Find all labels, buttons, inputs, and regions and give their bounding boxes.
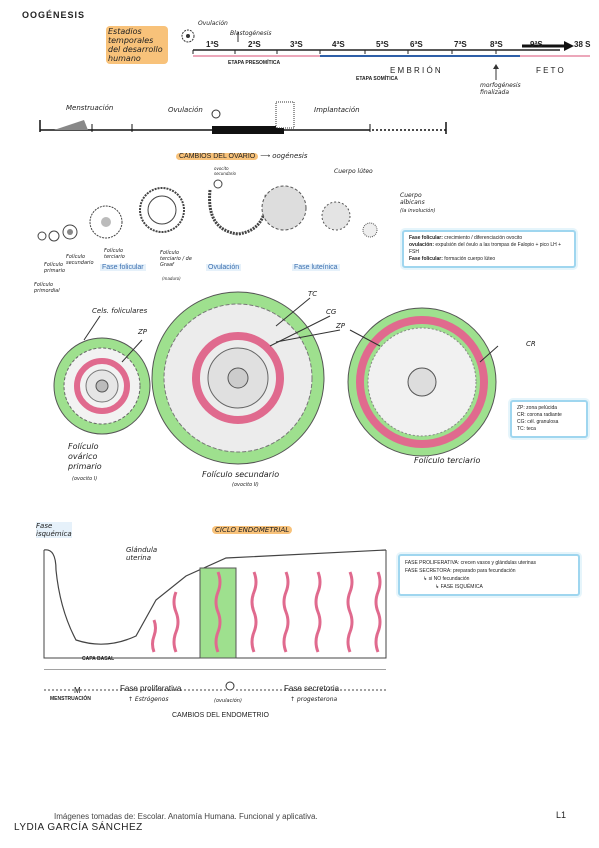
phase-proliferativa: Fase proliferativa bbox=[120, 684, 182, 693]
timeline-blastogenesis: Blastogénesis bbox=[230, 30, 272, 37]
phase-ovulacion: Ovulación bbox=[206, 264, 242, 271]
timeline-week-4: 4ªS bbox=[332, 40, 345, 49]
endometrium-diagram bbox=[43, 549, 387, 670]
legend-tc: TC: teca bbox=[517, 426, 536, 432]
cg-label: CG bbox=[326, 308, 337, 316]
development-timeline bbox=[181, 29, 590, 80]
follicle-diagrams bbox=[53, 291, 499, 465]
feto-label: F E T O bbox=[536, 66, 564, 75]
secundario-caption: Folículo secundario bbox=[202, 470, 280, 479]
foliculo-terciario-small-label: Folículo terciario bbox=[104, 248, 125, 260]
footer-author: LYDIA GARCÍA SÁNCHEZ bbox=[14, 822, 143, 833]
footer-source: Imágenes tomadas de: Escolar. Anatomía H… bbox=[54, 812, 318, 821]
endo-note-4: ↳ FASE ISQUÉMICA bbox=[435, 584, 483, 590]
primario-sub: (ovocito I) bbox=[72, 476, 98, 482]
timeline-week-38: 38 S bbox=[574, 40, 591, 49]
foliculo-primordial-label: Folículo primordial bbox=[34, 282, 60, 294]
phase-secretoria: Fase secretoria bbox=[284, 684, 340, 693]
footer-page: L1 bbox=[556, 810, 567, 820]
zp-label-primary: ZP bbox=[138, 328, 148, 336]
primario-caption: Folículo ovárico primario bbox=[68, 442, 102, 471]
phase-luteinica: Fase luteínica bbox=[292, 264, 340, 271]
timeline-week-5: 5ªS bbox=[376, 40, 389, 49]
timeline-week-8: 8ªS bbox=[490, 40, 503, 49]
cuerpo-luteo-label: Cuerpo lúteo bbox=[334, 168, 373, 175]
endometrium-caption: CAMBIOS DEL ENDOMETRIO bbox=[172, 712, 269, 719]
legend-cr: CR: corona radiante bbox=[517, 412, 562, 418]
timeline-label: Estadios temporales del desarrollo human… bbox=[106, 26, 168, 64]
capa-basal-label: CAPA BASAL bbox=[82, 656, 115, 662]
endo-note-2: FASE SECRETORA: preparado para fecundaci… bbox=[405, 568, 516, 574]
estrogenos-label: ↑ Estrógenos bbox=[128, 696, 169, 703]
cr-label: CR bbox=[526, 340, 536, 348]
phase-menstruacion: MENSTRUACIÓN bbox=[50, 696, 91, 702]
ovocito-secundario-label: ovocito secundario bbox=[214, 166, 237, 176]
morfogenesis-label: morfogénesis finalizada bbox=[480, 82, 521, 96]
secondary-follicle bbox=[151, 291, 325, 465]
cycle-implantacion: Implantación bbox=[314, 106, 360, 114]
embrion-label: E M B R I Ó N bbox=[390, 66, 441, 75]
foliculo-graaf-label: Folículo terciario / de Graaf bbox=[160, 250, 192, 268]
etapa-presomitica: ETAPA PRESOMÍTICA bbox=[228, 60, 281, 66]
timeline-week-9: 9ªS bbox=[530, 40, 543, 49]
timeline-week-3: 3ªS bbox=[290, 40, 303, 49]
progesterona-label: ↑ progesterona bbox=[290, 696, 338, 703]
endometrium-heading: CICLO ENDOMETRIAL bbox=[212, 526, 293, 534]
page-title: OOGÉNESIS bbox=[22, 10, 86, 20]
endometrium-notes-box: FASE PROLIFERATIVA: crecen vasos y glánd… bbox=[398, 554, 580, 596]
glandula-label: Glándula uterina bbox=[126, 546, 158, 562]
timeline-week-2: 2ªS bbox=[248, 40, 261, 49]
endo-note-1: FASE PROLIFERATIVA: crecen vasos y glánd… bbox=[405, 560, 536, 566]
timeline-week-6: 6ªS bbox=[410, 40, 423, 49]
ovary-arrow-icon: ⟶ bbox=[260, 153, 271, 160]
ovary-heading-arrow-text: oogénesis bbox=[272, 152, 308, 160]
secundario-sub: (ovocito II) bbox=[232, 482, 259, 488]
maduro-label: (maduro) bbox=[162, 276, 181, 281]
zp-label-secondary: ZP bbox=[336, 322, 346, 330]
cels-foliculares-label: Cels. foliculares bbox=[92, 307, 148, 315]
ovary-note-3: Fase folicular: formación cuerpo lúteo bbox=[409, 256, 496, 262]
cycle-bar bbox=[39, 101, 447, 134]
ovary-heading: CAMBIOS DEL OVARIO ⟶ oogénesis bbox=[176, 152, 308, 160]
phase-folicular: Fase folicular bbox=[100, 264, 146, 271]
foliculo-primario-label: Folículo primario bbox=[44, 262, 66, 274]
legend-cg: CG: cél. granulosa bbox=[517, 419, 559, 425]
tc-label: TC bbox=[308, 290, 318, 298]
legend-zp: ZP: zona pelúcida bbox=[517, 405, 558, 411]
ovary-follicle-sequence bbox=[37, 179, 378, 242]
endometrium-phase-axis bbox=[44, 681, 386, 691]
etapa-somitica: ETAPA SOMÍTICA bbox=[356, 76, 398, 82]
cycle-ovulacion: Ovulación bbox=[168, 106, 203, 114]
ovulacion-endo-label: (ovulación) bbox=[214, 698, 242, 704]
cuerpo-albicans-sub: (la involución) bbox=[400, 208, 436, 214]
cycle-menstruacion: Menstruación bbox=[66, 104, 114, 112]
timeline-week-7: 7ªS bbox=[454, 40, 467, 49]
foliculo-secundario-label: Folículo secundario bbox=[66, 254, 94, 266]
ovary-note-2: ovulación: expulsión del óvulo a las tro… bbox=[409, 242, 562, 255]
timeline-week-1: 1ªS bbox=[206, 40, 219, 49]
timeline-ovulacion: Ovulación bbox=[198, 20, 228, 27]
ovary-notes-box: Fase folicular: crecimiento / diferencia… bbox=[402, 230, 576, 268]
ovary-note-1: Fase folicular: crecimiento / diferencia… bbox=[409, 235, 523, 241]
endometrium-heading-text: CICLO ENDOMETRIAL bbox=[212, 526, 293, 534]
follicle-legend-box: ZP: zona pelúcida CR: corona radiante CG… bbox=[510, 400, 588, 438]
phase-m: M bbox=[74, 686, 81, 695]
cuerpo-albicans-label: Cuerpo albicans bbox=[400, 192, 425, 206]
primary-follicle bbox=[53, 337, 151, 435]
endo-note-3: ↳ si NO fecundación bbox=[423, 576, 470, 582]
fase-isquemica-label: Fase isquémica bbox=[36, 522, 72, 538]
ovary-heading-text: CAMBIOS DEL OVARIO bbox=[176, 153, 259, 160]
tertiary-follicle bbox=[347, 307, 497, 457]
terciario-caption: Folículo terciario bbox=[414, 456, 481, 465]
